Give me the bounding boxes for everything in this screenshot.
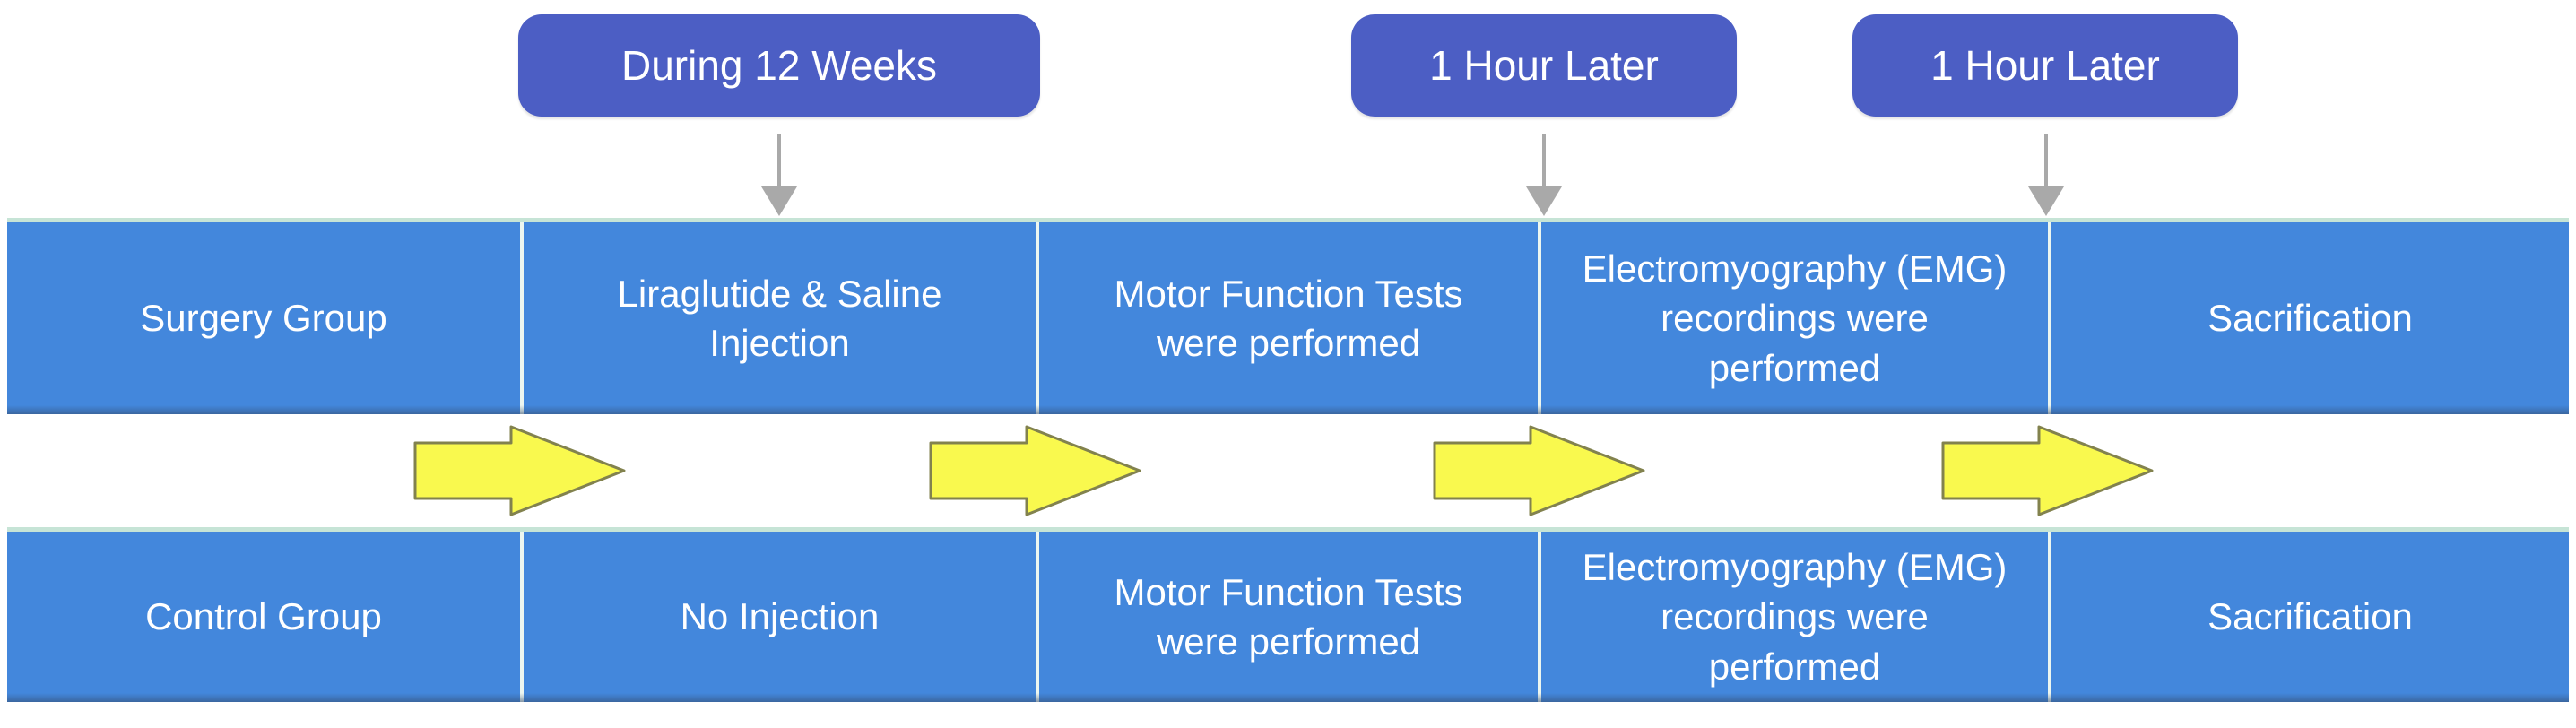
surgery-injection-cell: Liraglutide & Saline Injection xyxy=(520,222,1036,414)
down-arrow-icon xyxy=(1524,134,1564,217)
right-arrow-icon xyxy=(1433,425,1645,516)
down-arrow-head xyxy=(1526,186,1562,216)
timeline-badge-during-12-weeks: During 12 Weeks xyxy=(518,14,1040,117)
down-arrow-stem xyxy=(777,134,781,190)
timeline-badge-label: 1 Hour Later xyxy=(1429,42,1659,89)
control-injection-cell: No Injection xyxy=(520,532,1036,702)
surgery-emg-cell: Electromyography (EMG) recordings were p… xyxy=(1538,222,2048,414)
down-arrow-icon xyxy=(2026,134,2066,217)
down-arrow-stem xyxy=(1542,134,1546,190)
timeline-badge-label: During 12 Weeks xyxy=(621,42,937,89)
control-emg-cell: Electromyography (EMG) recordings were p… xyxy=(1538,532,2048,702)
right-arrow-icon xyxy=(413,425,626,516)
timeline-badge-1-hour-later-second: 1 Hour Later xyxy=(1852,14,2238,117)
down-arrow-head xyxy=(761,186,797,216)
down-arrow-head xyxy=(2028,186,2064,216)
surgery-motor-tests-cell: Motor Function Tests were performed xyxy=(1036,222,1538,414)
right-arrow-icon xyxy=(1941,425,2154,516)
surgery-group-label-cell: Surgery Group xyxy=(140,297,387,340)
control-group-row: Control Group No Injection Motor Functio… xyxy=(7,527,2569,702)
right-arrow-icon xyxy=(929,425,1141,516)
control-group-label-cell: Control Group xyxy=(145,595,382,638)
down-arrow-icon xyxy=(759,134,799,217)
control-sacrification-cell: Sacrification xyxy=(2048,532,2569,702)
surgery-group-row: Surgery Group Liraglutide & Saline Injec… xyxy=(7,218,2569,414)
surgery-sacrification-cell: Sacrification xyxy=(2048,222,2569,414)
timeline-badge-1-hour-later-first: 1 Hour Later xyxy=(1351,14,1737,117)
timeline-badge-label: 1 Hour Later xyxy=(1930,42,2160,89)
down-arrow-stem xyxy=(2044,134,2048,190)
control-motor-tests-cell: Motor Function Tests were performed xyxy=(1036,532,1538,702)
